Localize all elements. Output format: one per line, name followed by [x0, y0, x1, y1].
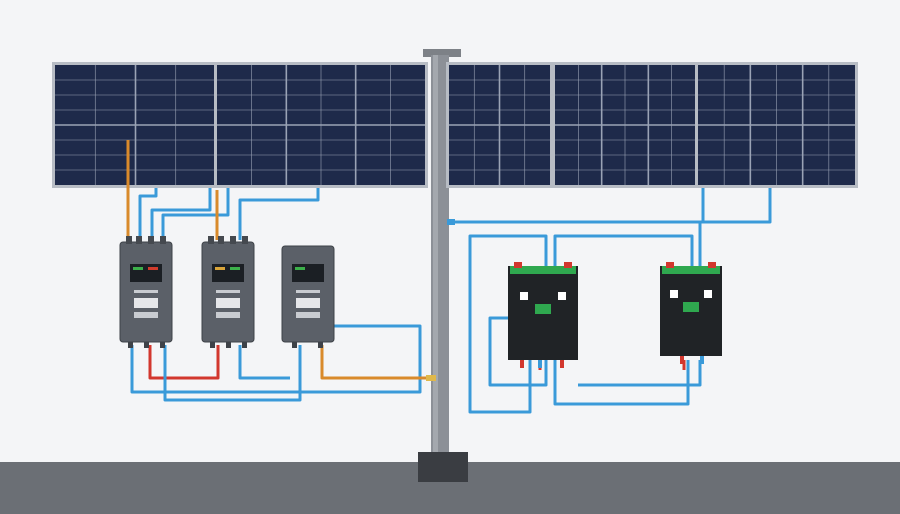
inverter [281, 245, 335, 348]
battery [508, 262, 578, 368]
battery [660, 262, 722, 364]
solar-panel [552, 62, 698, 188]
wire-blue [488, 316, 548, 387]
wire-orange [320, 345, 430, 380]
wire-blue [553, 360, 690, 406]
inverter [119, 236, 173, 348]
inverter-display [292, 264, 324, 282]
inverter-display [130, 264, 162, 282]
wire-blue [138, 188, 158, 240]
support-pole [418, 49, 468, 482]
inverter [201, 236, 255, 348]
solar-panel [695, 62, 858, 188]
battery-status [535, 304, 551, 314]
wiring [126, 140, 772, 414]
wire-blue [553, 234, 694, 266]
solar-panel [214, 62, 428, 188]
wire-blue [163, 345, 302, 402]
wire-blue [468, 234, 548, 400]
wire-blue [452, 188, 772, 224]
pole-base [418, 452, 468, 482]
wire-blue [161, 188, 230, 240]
wire-blue [150, 188, 212, 240]
wire-red [148, 345, 220, 380]
wire-blue [238, 345, 290, 380]
wire-blue [130, 324, 422, 394]
pole-connector [426, 375, 436, 381]
pole-connector [447, 219, 455, 225]
wire-blue [468, 360, 532, 414]
solar-panel [446, 62, 553, 188]
wire-blue [578, 360, 702, 387]
solar-array [52, 62, 858, 188]
inverter-display [212, 264, 244, 282]
solar-panel [52, 62, 219, 188]
wire-blue [238, 188, 320, 240]
battery-status [683, 302, 699, 312]
